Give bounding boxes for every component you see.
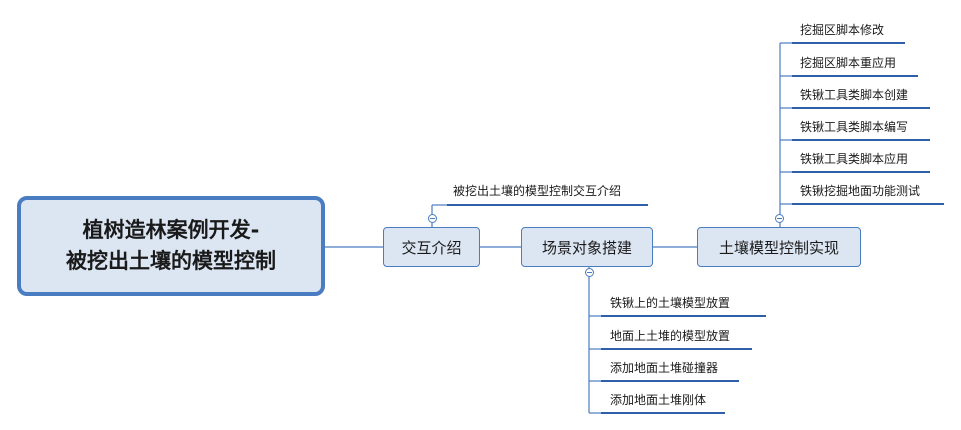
subtopic-scene-2[interactable]: 地面上土堆的模型放置 xyxy=(610,329,731,343)
root-title-line1: 植树造林案例开发- xyxy=(82,217,260,242)
collapse-toggle-soil-icon[interactable] xyxy=(775,214,784,223)
subtopic-soil-3[interactable]: 铁锹工具类脚本创建 xyxy=(800,88,909,102)
subtopic-soil-5[interactable]: 铁锹工具类脚本应用 xyxy=(800,152,909,166)
subtopic-soil-1[interactable]: 挖掘区脚本修改 xyxy=(800,23,885,37)
collapse-toggle-scene-icon[interactable] xyxy=(585,268,594,277)
topic-interaction-intro[interactable]: 交互介绍 xyxy=(383,227,480,267)
subtopic-soil-2[interactable]: 挖掘区脚本重应用 xyxy=(800,56,897,70)
root-title-line2: 被挖出土壤的模型控制 xyxy=(66,249,276,273)
subtopic-scene-4[interactable]: 添加地面土堆刚体 xyxy=(610,393,707,407)
subtopic-interaction-1[interactable]: 被挖出土壤的模型控制交互介绍 xyxy=(453,184,622,198)
topic-soil-model-control[interactable]: 土壤模型控制实现 xyxy=(697,227,861,267)
subtopic-soil-4[interactable]: 铁锹工具类脚本编写 xyxy=(800,120,909,134)
subtopic-scene-1[interactable]: 铁锹上的土壤模型放置 xyxy=(610,296,731,310)
collapse-toggle-interaction-icon[interactable] xyxy=(428,214,437,223)
subtopic-soil-6[interactable]: 铁锹挖掘地面功能测试 xyxy=(800,184,921,198)
topic-scene-setup[interactable]: 场景对象搭建 xyxy=(521,227,653,267)
root-topic[interactable]: 植树造林案例开发- 被挖出土壤的模型控制 xyxy=(17,196,325,296)
subtopic-scene-3[interactable]: 添加地面土堆碰撞器 xyxy=(610,361,719,375)
